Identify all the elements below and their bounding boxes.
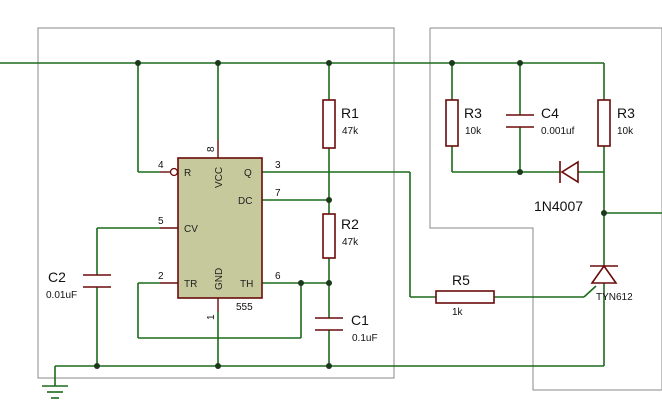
r1-ref: R1 <box>341 105 359 121</box>
c4-ref: C4 <box>541 105 559 121</box>
capacitor-c4: C4 0.001uf <box>506 105 575 137</box>
resistor-r1: R1 47k <box>322 99 359 149</box>
pin-name-reset: R <box>184 168 191 179</box>
diode-1n4007: 1N4007 <box>534 160 583 214</box>
r2-ref: R2 <box>341 216 359 232</box>
pin-num-reset: 4 <box>158 160 164 171</box>
r5-ref: R5 <box>452 272 470 288</box>
r3b-value: 10k <box>617 126 634 137</box>
c2-ref: C2 <box>48 269 66 285</box>
pin-name-vcc: VCC <box>214 167 225 188</box>
pin-num-gnd: 1 <box>206 314 217 320</box>
resistor-r3-right: R3 10k <box>597 99 635 147</box>
resistor-r5: R5 1k <box>435 272 495 318</box>
r1-value: 47k <box>342 126 359 137</box>
junctions <box>94 60 607 369</box>
wires <box>0 62 662 386</box>
pin-num-cv: 5 <box>158 216 164 227</box>
r3b-ref: R3 <box>617 105 635 121</box>
right-module-outline <box>429 27 662 391</box>
ground-icon <box>42 385 68 399</box>
pin-name-out: Q <box>244 168 252 179</box>
r5-value: 1k <box>452 307 464 318</box>
pin-num-trig: 2 <box>158 271 164 282</box>
resistor-r2: R2 47k <box>322 213 359 259</box>
r2-value: 47k <box>342 237 359 248</box>
pin-name-gnd: GND <box>214 268 225 290</box>
diode-ref: 1N4007 <box>534 198 583 214</box>
c1-ref: C1 <box>351 312 369 328</box>
pin-name-dis: DC <box>238 196 252 207</box>
pin-num-out: 3 <box>275 160 281 171</box>
pin-name-thr: TH <box>240 279 253 290</box>
capacitor-c2: C2 0.01uF <box>46 269 111 301</box>
c1-value: 0.1uF <box>352 333 378 344</box>
r3a-ref: R3 <box>464 105 482 121</box>
capacitor-c1: C1 0.1uF <box>315 312 378 344</box>
scr-ref: TYN612 <box>596 292 633 303</box>
r3a-value: 10k <box>465 126 482 137</box>
pin-num-vcc: 8 <box>206 146 217 152</box>
pin-num-thr: 6 <box>275 271 281 282</box>
ic-ref: 555 <box>236 302 253 313</box>
pin-name-cv: CV <box>184 224 198 235</box>
scr-tyn612: TYN612 <box>590 264 633 303</box>
ic-555: R CV TR Q DC TH VCC GND 4 5 2 3 7 6 8 1 … <box>158 140 281 320</box>
c2-value: 0.01uF <box>46 290 77 301</box>
resistor-r3-left: R3 10k <box>445 99 482 147</box>
c4-value: 0.001uf <box>541 126 575 137</box>
pin-name-trig: TR <box>184 279 197 290</box>
pin-num-dis: 7 <box>275 188 281 199</box>
left-module-outline <box>37 27 395 379</box>
